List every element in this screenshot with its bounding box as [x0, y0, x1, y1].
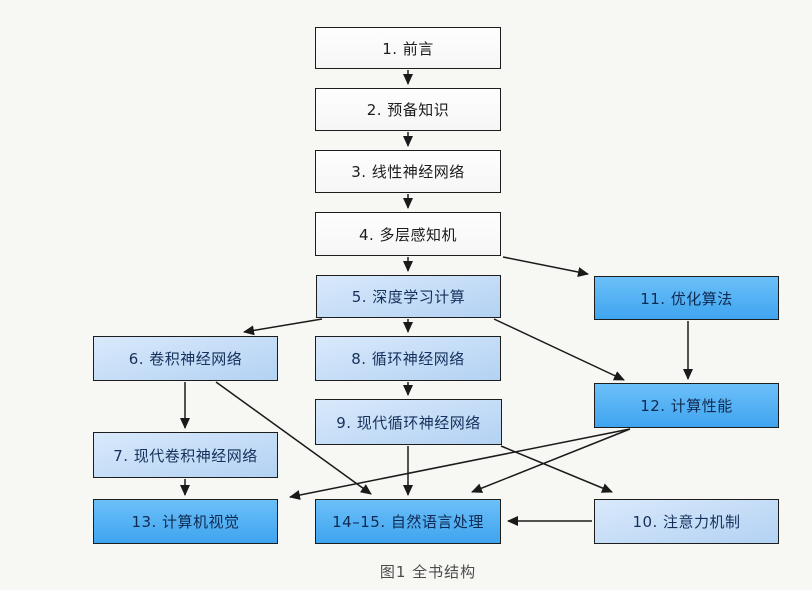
- node-7: 7. 现代卷积神经网络: [93, 432, 278, 478]
- node-14-15: 14–15. 自然语言处理: [315, 499, 501, 544]
- node-8: 8. 循环神经网络: [315, 336, 501, 381]
- node-6: 6. 卷积神经网络: [93, 336, 278, 381]
- node-3: 3. 线性神经网络: [315, 150, 501, 193]
- edge-9-to-10: [500, 445, 613, 493]
- node-11: 11. 优化算法: [594, 276, 779, 320]
- node-10: 10. 注意力机制: [594, 499, 779, 544]
- node-2: 2. 预备知识: [315, 88, 501, 131]
- node-5: 5. 深度学习计算: [316, 275, 501, 318]
- node-9: 9. 现代循环神经网络: [315, 399, 502, 445]
- edge-5-to-12: [493, 318, 625, 381]
- node-4: 4. 多层感知机: [315, 212, 501, 256]
- edge-4-to-11: [502, 256, 589, 277]
- node-12: 12. 计算性能: [594, 383, 779, 428]
- node-1: 1. 前言: [315, 27, 501, 69]
- figure-caption: 图1 全书结构: [379, 563, 477, 581]
- node-13: 13. 计算机视觉: [93, 499, 278, 544]
- edge-5-to-6: [243, 318, 323, 336]
